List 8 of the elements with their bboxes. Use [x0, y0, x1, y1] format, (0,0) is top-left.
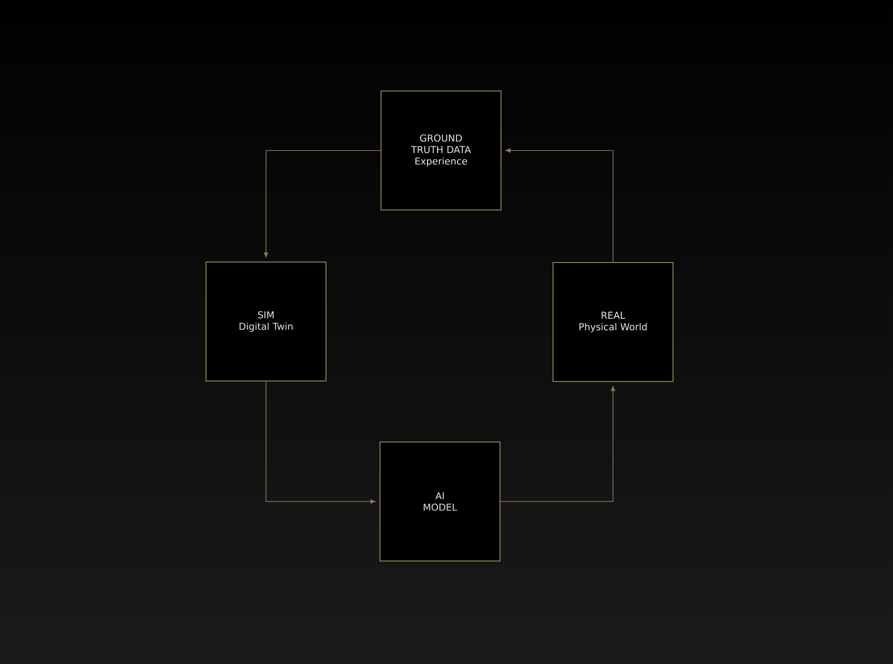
arrow: [506, 148, 614, 262]
arrow: [266, 381, 376, 504]
arrow: [500, 386, 616, 502]
box: REAL Physical World: [552, 262, 674, 382]
box: GROUND TRUTH DATA Experience: [380, 90, 502, 210]
arrow: [264, 150, 381, 258]
box: SIM Digital Twin: [206, 262, 326, 382]
box: AI MODEL: [380, 442, 500, 562]
